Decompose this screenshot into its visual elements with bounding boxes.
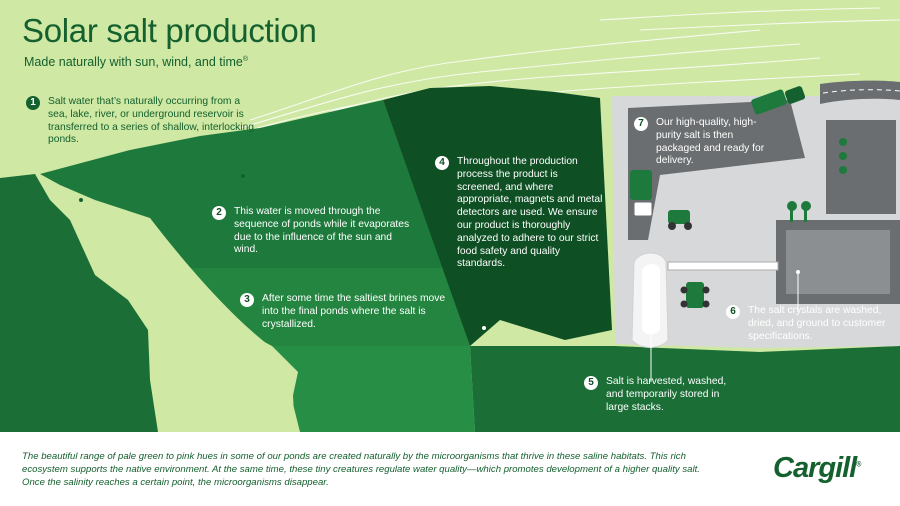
step-1-number: 1 xyxy=(26,96,40,110)
truck-loader xyxy=(630,170,653,217)
road xyxy=(820,80,900,104)
packaging-building xyxy=(628,100,805,240)
page-subtitle: Made naturally with sun, wind, and time® xyxy=(24,55,248,69)
step-6-text: The salt crystals are washed, dried, and… xyxy=(748,305,886,342)
step-2-number: 2 xyxy=(212,206,226,220)
step-7: 7 Our high-quality, high-purity salt is … xyxy=(634,117,774,168)
pond-lower xyxy=(272,346,475,432)
warehouse xyxy=(826,120,896,214)
logo-mark: ® xyxy=(856,461,861,469)
step-4-text: Throughout the production process the pr… xyxy=(457,156,603,270)
step-4: 4 Throughout the production process the … xyxy=(435,156,603,271)
pointer-markers xyxy=(79,174,800,382)
footer-note: The beautiful range of pale green to pin… xyxy=(22,451,700,488)
step-4-number: 4 xyxy=(435,156,449,170)
step-5-text: Salt is harvested, washed, and temporari… xyxy=(606,376,727,413)
tractor-2 xyxy=(680,282,710,308)
pond-dark xyxy=(383,86,612,346)
step-7-number: 7 xyxy=(634,117,648,131)
subtitle-text: Made naturally with sun, wind, and time xyxy=(24,55,243,69)
page-title: Solar salt production xyxy=(22,12,317,49)
truck-road xyxy=(751,86,806,115)
pond-middle xyxy=(180,268,470,346)
step-3-number: 3 xyxy=(240,293,254,307)
step-3-text: After some time the saltiest brines move… xyxy=(262,293,446,330)
step-1-text: Salt water that’s naturally occurring fr… xyxy=(48,96,255,146)
step-6-number: 6 xyxy=(726,305,740,319)
footer-panel xyxy=(0,432,900,506)
step-2-text: This water is moved through the sequence… xyxy=(234,206,410,256)
subtitle-mark: ® xyxy=(242,55,249,63)
step-5-number: 5 xyxy=(584,376,598,390)
conveyor xyxy=(667,261,779,271)
step-2: 2 This water is moved through the sequen… xyxy=(212,206,412,257)
cargill-logo: Cargill® xyxy=(773,452,861,485)
step-3: 3 After some time the saltiest brines mo… xyxy=(240,293,450,331)
step-7-text: Our high-quality, high-purity salt is th… xyxy=(656,117,765,167)
tractor-1 xyxy=(668,210,692,230)
step-1: 1 Salt water that’s naturally occurring … xyxy=(26,96,256,147)
pond-harvest xyxy=(470,346,900,432)
step-5: 5 Salt is harvested, washed, and tempora… xyxy=(584,376,734,414)
pond-left xyxy=(0,174,158,432)
logo-text: Cargill xyxy=(773,452,857,484)
stream xyxy=(140,218,296,432)
step-6: 6 The salt crystals are washed, dried, a… xyxy=(726,305,892,343)
pond-upper xyxy=(40,100,443,268)
